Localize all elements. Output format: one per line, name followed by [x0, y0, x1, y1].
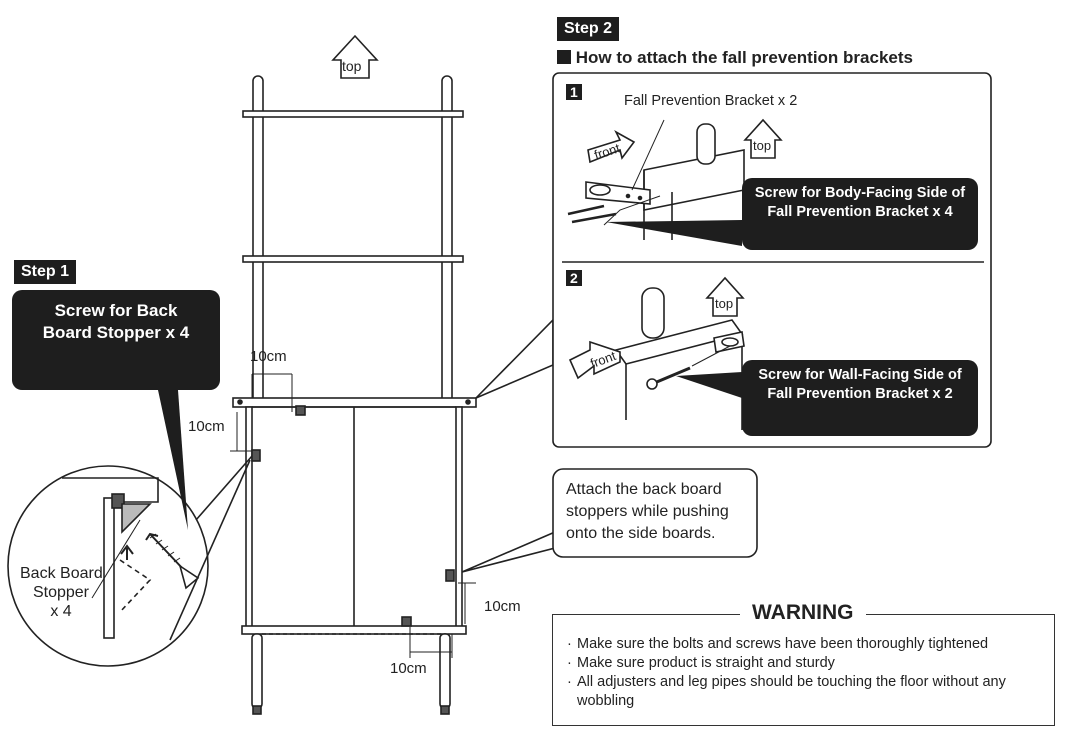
stopper-label-line1: Back Board: [20, 565, 103, 582]
panel2-top-label: top: [715, 296, 734, 311]
attach-note-line2: stoppers while pushing: [566, 503, 729, 520]
attach-note-line3: onto the side boards.: [566, 525, 716, 542]
step2-heading: How to attach the fall prevention bracke…: [557, 48, 913, 68]
step1-tag: Step 1: [14, 260, 77, 284]
upper-rail-2: [242, 255, 464, 263]
warning-list: Make sure the bolts and screws have been…: [567, 635, 1044, 711]
dim-top-vertical: 10cm: [188, 418, 225, 435]
back-board-stopper-label: Back Board Stopper x 4: [20, 564, 103, 621]
cabinet-right-side: [455, 406, 463, 628]
step2-heading-text: How to attach the fall prevention bracke…: [575, 48, 913, 67]
cabinet-top-board: [232, 397, 477, 408]
detail-screw: [145, 532, 185, 571]
cabinet-left-side: [245, 406, 253, 628]
right-leg: [439, 633, 451, 709]
panel1-top-label: top: [753, 138, 772, 153]
panel2-callout-line1: Screw for Wall-Facing Side of: [758, 367, 962, 383]
right-pole: [441, 75, 453, 405]
bottom-shelf: [241, 625, 467, 635]
stopper-label-line2: Stopper: [32, 584, 90, 601]
warning-item: wobbling: [577, 693, 635, 709]
step1-callout: Screw for Back Board Stopper x 4: [12, 290, 220, 390]
dim-bottom-vertical: 10cm: [484, 598, 521, 615]
left-leg: [251, 633, 263, 709]
panel1-callout-line1: Screw for Body-Facing Side of: [754, 185, 966, 201]
panel1-callout: Screw for Body-Facing Side of Fall Preve…: [742, 178, 978, 250]
attach-note: Attach the back board stoppers while pus…: [566, 479, 729, 545]
panel2-callout: Screw for Wall-Facing Side of Fall Preve…: [742, 360, 978, 436]
attach-note-line1: Attach the back board: [566, 481, 722, 498]
stopper-label-line3: x 4: [50, 603, 72, 620]
panel1-number: 1: [566, 84, 582, 100]
stopper-top: [295, 405, 306, 416]
warning-title: WARNING: [740, 601, 866, 625]
panel1-callout-line2: Fall Prevention Bracket x 4: [767, 204, 953, 220]
dim-bottom-horizontal: 10cm: [390, 660, 427, 677]
dim-top-horizontal: 10cm: [250, 348, 287, 365]
warning-box: Make sure the bolts and screws have been…: [552, 614, 1055, 726]
warning-item: Make sure the bolts and screws have been…: [567, 635, 1044, 654]
panel2-callout-line2: Fall Prevention Bracket x 2: [767, 386, 953, 402]
step1-callout-line1: Screw for Back: [54, 301, 178, 320]
stopper-left: [251, 449, 261, 462]
panel2-number: 2: [566, 270, 582, 286]
stopper-right: [445, 569, 455, 582]
step2-tag: Step 2: [557, 17, 620, 41]
stopper-bottom: [401, 616, 412, 627]
panel2-screw: [651, 366, 691, 386]
panel1-bracket-label: Fall Prevention Bracket x 2: [624, 93, 798, 109]
warning-item: Make sure product is straight and sturdy: [567, 654, 1044, 673]
step1-callout-line2: Board Stopper x 4: [42, 323, 190, 342]
attach-note-box: [552, 468, 758, 558]
warning-item: All adjusters and leg pipes should be to…: [567, 673, 1044, 692]
top-arrow-outline: [331, 34, 379, 79]
detail-up-arrow: [120, 544, 134, 560]
heading-square-icon: [557, 50, 571, 64]
upper-rail-1: [242, 110, 464, 118]
top-arrow-label: top: [342, 58, 362, 74]
